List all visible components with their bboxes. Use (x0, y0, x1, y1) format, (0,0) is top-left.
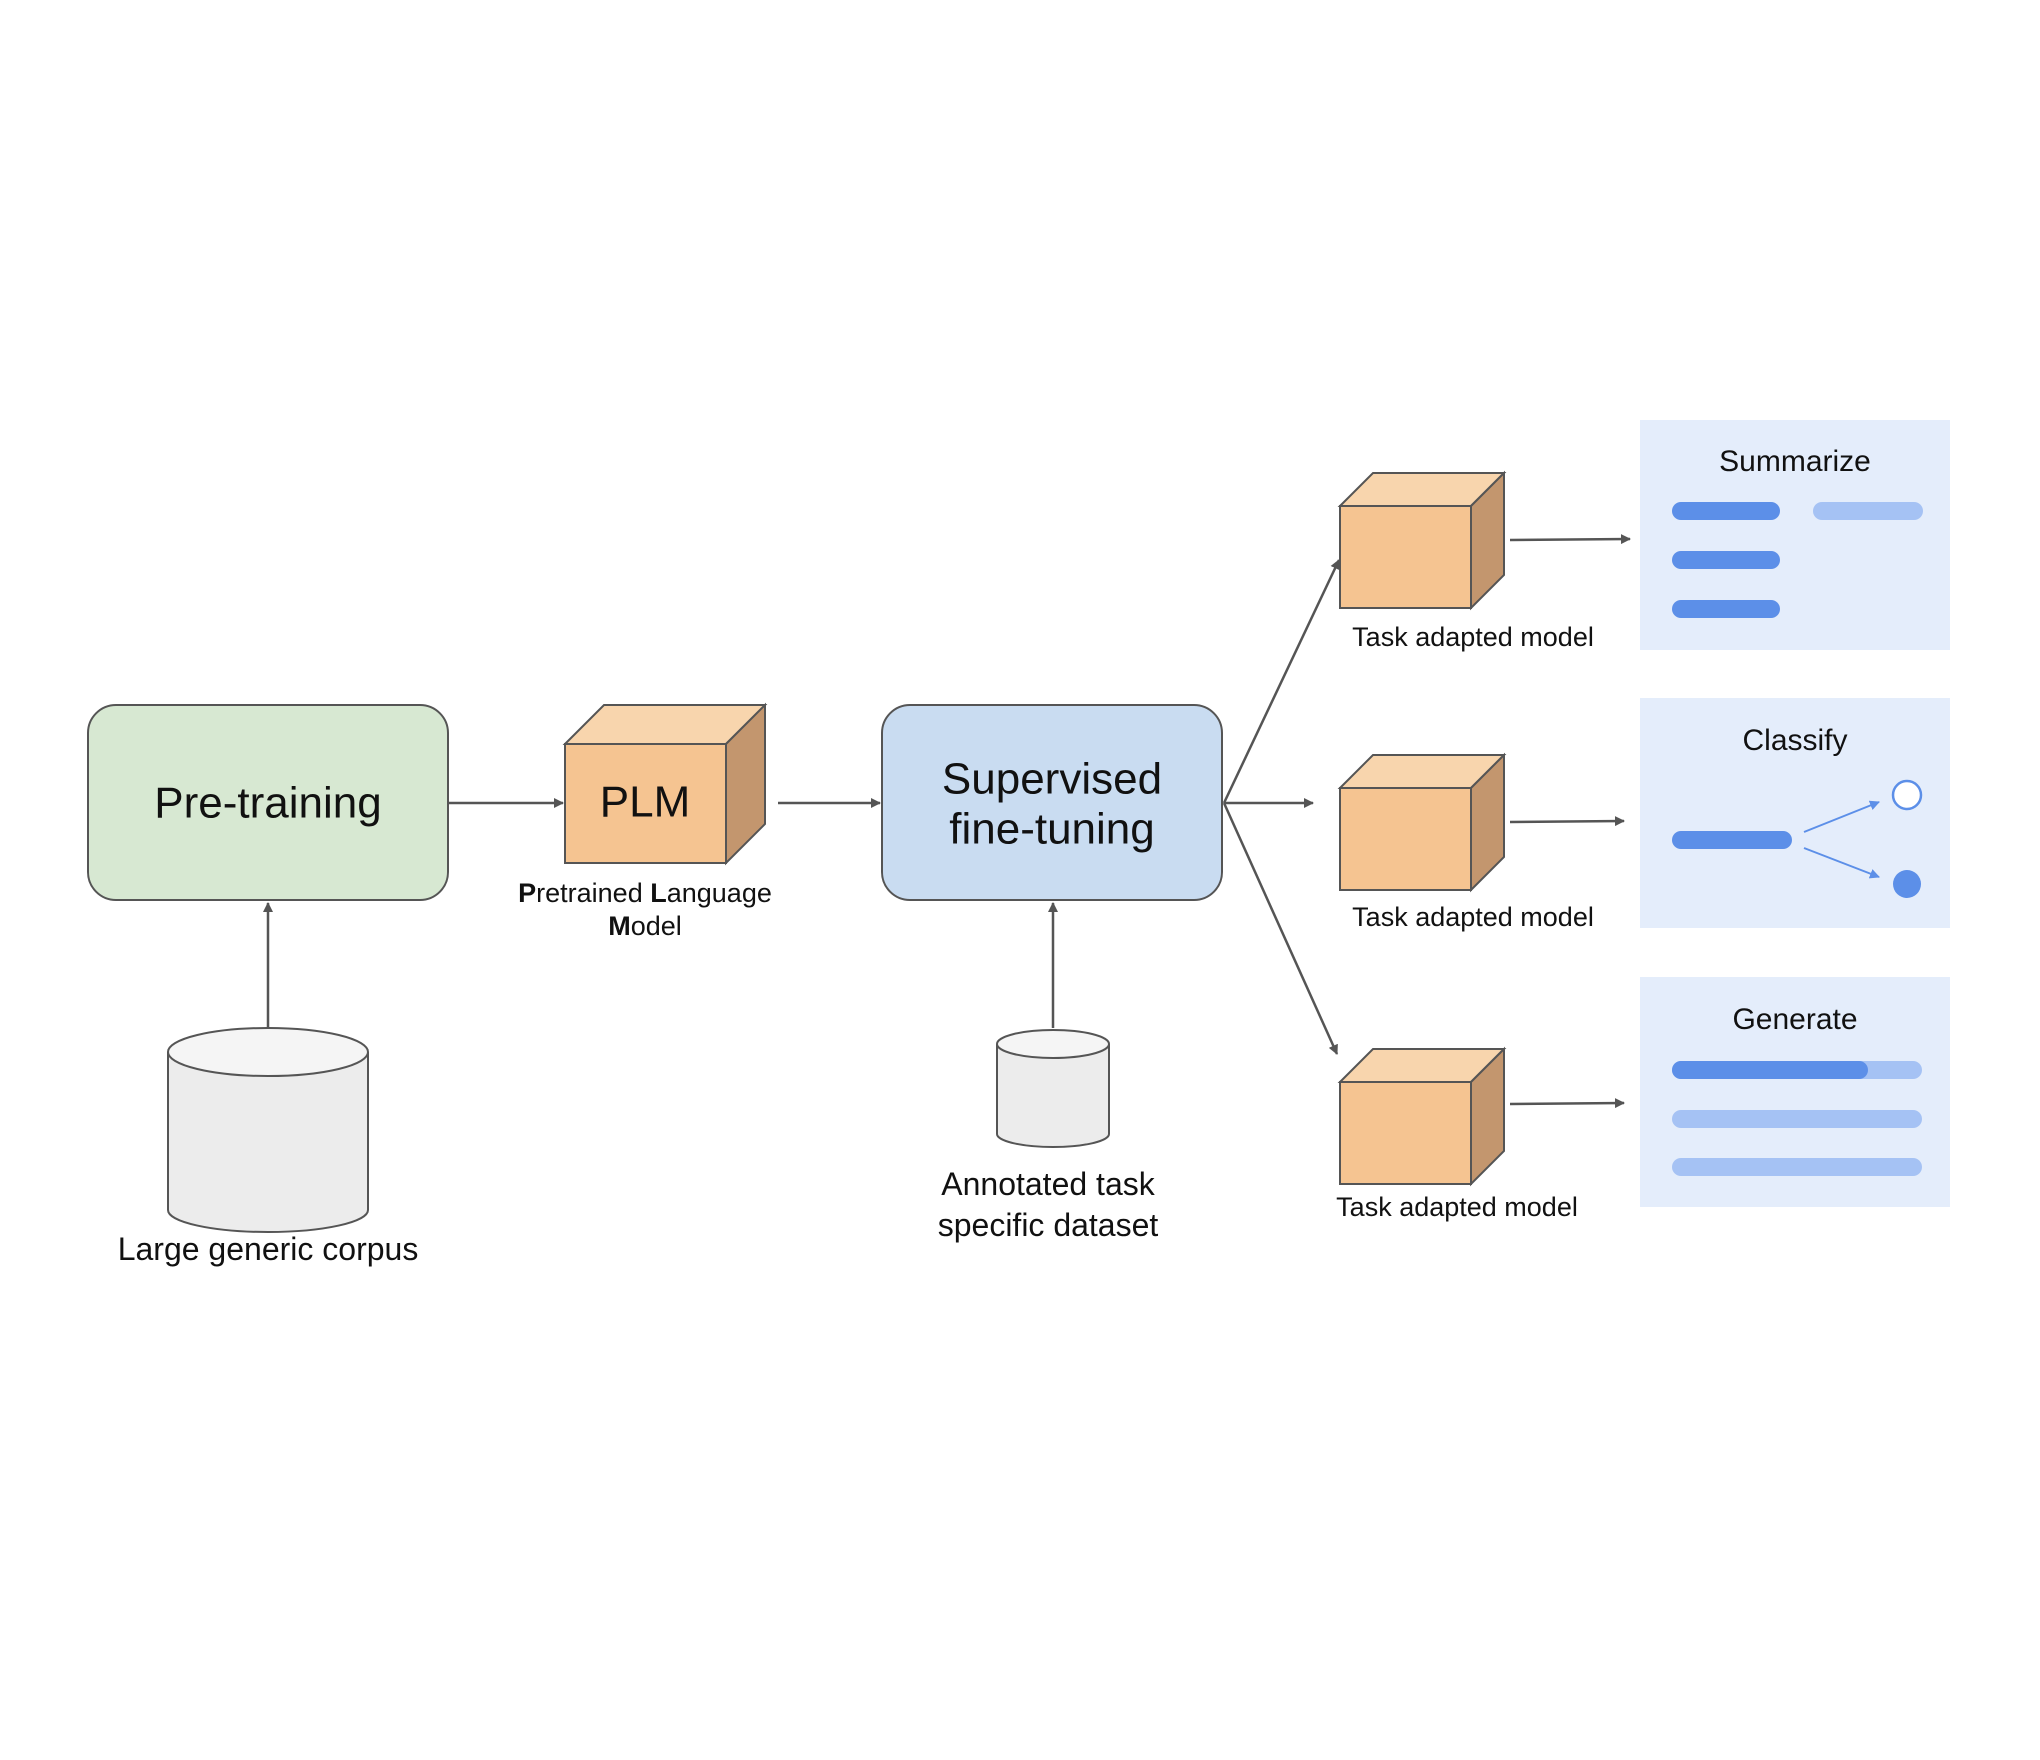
generate-title: Generate (1732, 1003, 1857, 1036)
finetuning-stage: Supervised fine-tuning (881, 704, 1223, 901)
empty-circle-icon (1891, 779, 1923, 811)
filled-circle-icon (1893, 870, 1921, 898)
summarize-panel: Summarize (1640, 420, 1950, 650)
task-dataset-caption-line1: Annotated task (941, 1166, 1155, 1202)
generate-panel: Generate (1640, 977, 1950, 1207)
task-dataset-cylinder-icon (996, 1029, 1110, 1148)
plm-cube-icon (562, 702, 768, 866)
classify-panel: Classify (1640, 698, 1950, 928)
task-model-3-cube-icon (1337, 1046, 1507, 1187)
classify-title: Classify (1742, 724, 1847, 757)
finetuning-label-line2: fine-tuning (949, 805, 1154, 854)
generate-line-faded-icon (1672, 1158, 1922, 1176)
finetuning-box (881, 704, 1223, 901)
pretraining-label: Pre-training (154, 779, 381, 828)
generate-line-faded-icon (1672, 1110, 1922, 1128)
model3-to-generate-arrow (1509, 1098, 1625, 1109)
pretraining-stage: Pre-training (87, 704, 449, 901)
task-model-2-cube-icon (1337, 752, 1507, 893)
generate-progress-icon (1672, 1061, 1868, 1079)
finetuning-to-model3-arrow (1222, 802, 1339, 1055)
model1-to-summarize-arrow (1509, 534, 1631, 545)
finetuning-to-model1-arrow (1222, 559, 1341, 804)
classify-branch-down-icon (1803, 847, 1880, 879)
corpus-cylinder-icon (167, 1027, 369, 1233)
summarize-title: Summarize (1719, 445, 1871, 478)
task-model-1-cube-icon (1337, 470, 1507, 611)
classify-branch-up-icon (1803, 800, 1880, 833)
task-model-3-caption: Task adapted model (1336, 1192, 1578, 1222)
plm-label: PLM (600, 778, 690, 827)
task-model-2-caption: Task adapted model (1352, 902, 1594, 932)
summary-line-icon (1672, 502, 1780, 520)
summary-line-icon (1672, 551, 1780, 569)
corpus-caption: Large generic corpus (118, 1231, 419, 1267)
summary-line-faded-icon (1813, 502, 1923, 520)
finetuning-label-line1: Supervised (942, 755, 1162, 804)
task-dataset-caption-line2: specific dataset (938, 1207, 1159, 1243)
task-model-1-caption: Task adapted model (1352, 622, 1594, 652)
classify-input-line-icon (1672, 831, 1792, 849)
model2-to-classify-arrow (1509, 816, 1625, 827)
summary-line-icon (1672, 600, 1780, 618)
plm-caption-line1: Pretrained Language (518, 878, 772, 908)
plm-caption-line2: Model (608, 911, 682, 941)
